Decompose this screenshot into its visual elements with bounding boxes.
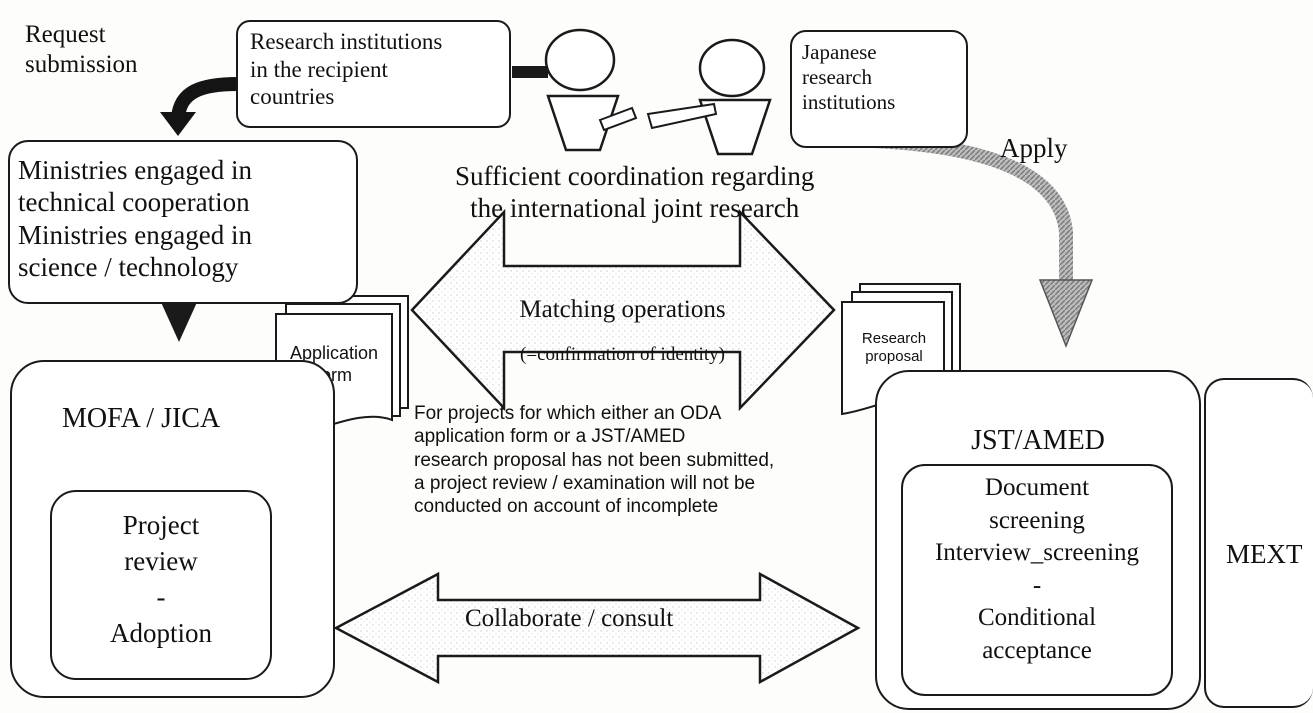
mofa-review-box: Project review - Adoption	[50, 490, 272, 680]
request-submission-arrowhead	[160, 112, 196, 136]
handshake-link	[598, 102, 718, 132]
jst-screening-label: Document screening Interview_screening -…	[934, 474, 1140, 664]
matching-double-arrow	[410, 208, 836, 412]
request-submission-arrow	[171, 77, 239, 120]
apply-label: Apply	[1000, 133, 1068, 163]
research-proposal-label: Research proposal	[861, 330, 927, 365]
recipient-institutions-label: Research institutions in the recipient c…	[250, 29, 443, 110]
collaborate-label: Collaborate / consult	[465, 605, 674, 632]
jst-screening-box: Document screening Interview_screening -…	[901, 464, 1173, 696]
mext-box: MEXT	[1204, 378, 1313, 708]
request-submission-label: Request submission	[25, 21, 138, 78]
japanese-institutions-label: Japanese research institutions	[802, 40, 896, 115]
jst-amed-title: JST/AMED	[971, 425, 1105, 456]
jst-amed-box: JST/AMED Document screening Interview_sc…	[875, 370, 1201, 710]
japanese-researcher-figure	[698, 38, 772, 156]
recipient-researcher-figure	[544, 28, 620, 152]
mofa-jica-title: MOFA / JICA	[62, 403, 221, 434]
ministries-to-mofa-arrowhead	[160, 300, 198, 342]
apply-arrowhead	[1038, 279, 1094, 349]
recipient-institutions-box: Research institutions in the recipient c…	[236, 20, 511, 128]
matching-subtitle: (=confirmation of identity)	[520, 344, 725, 366]
matching-label: Matching operations (=confirmation of id…	[505, 276, 740, 386]
coordination-label: Sufficient coordination regarding the in…	[455, 161, 815, 224]
matching-title: Matching operations	[519, 296, 726, 324]
mext-label: MEXT	[1226, 539, 1303, 569]
japanese-institutions-box: Japanese research institutions	[790, 30, 968, 148]
recipient-connector	[512, 66, 548, 78]
ministries-label: Ministries engaged in technical cooperat…	[18, 155, 252, 283]
incomplete-note: For projects for which either an ODA app…	[414, 403, 775, 518]
research-proposal-document	[841, 283, 961, 416]
mofa-jica-box: MOFA / JICA Project review - Adoption	[10, 360, 335, 698]
collaborate-double-arrow	[333, 571, 861, 685]
mofa-review-label: Project review - Adoption	[109, 510, 212, 648]
ministries-box: Ministries engaged in technical cooperat…	[8, 140, 358, 304]
